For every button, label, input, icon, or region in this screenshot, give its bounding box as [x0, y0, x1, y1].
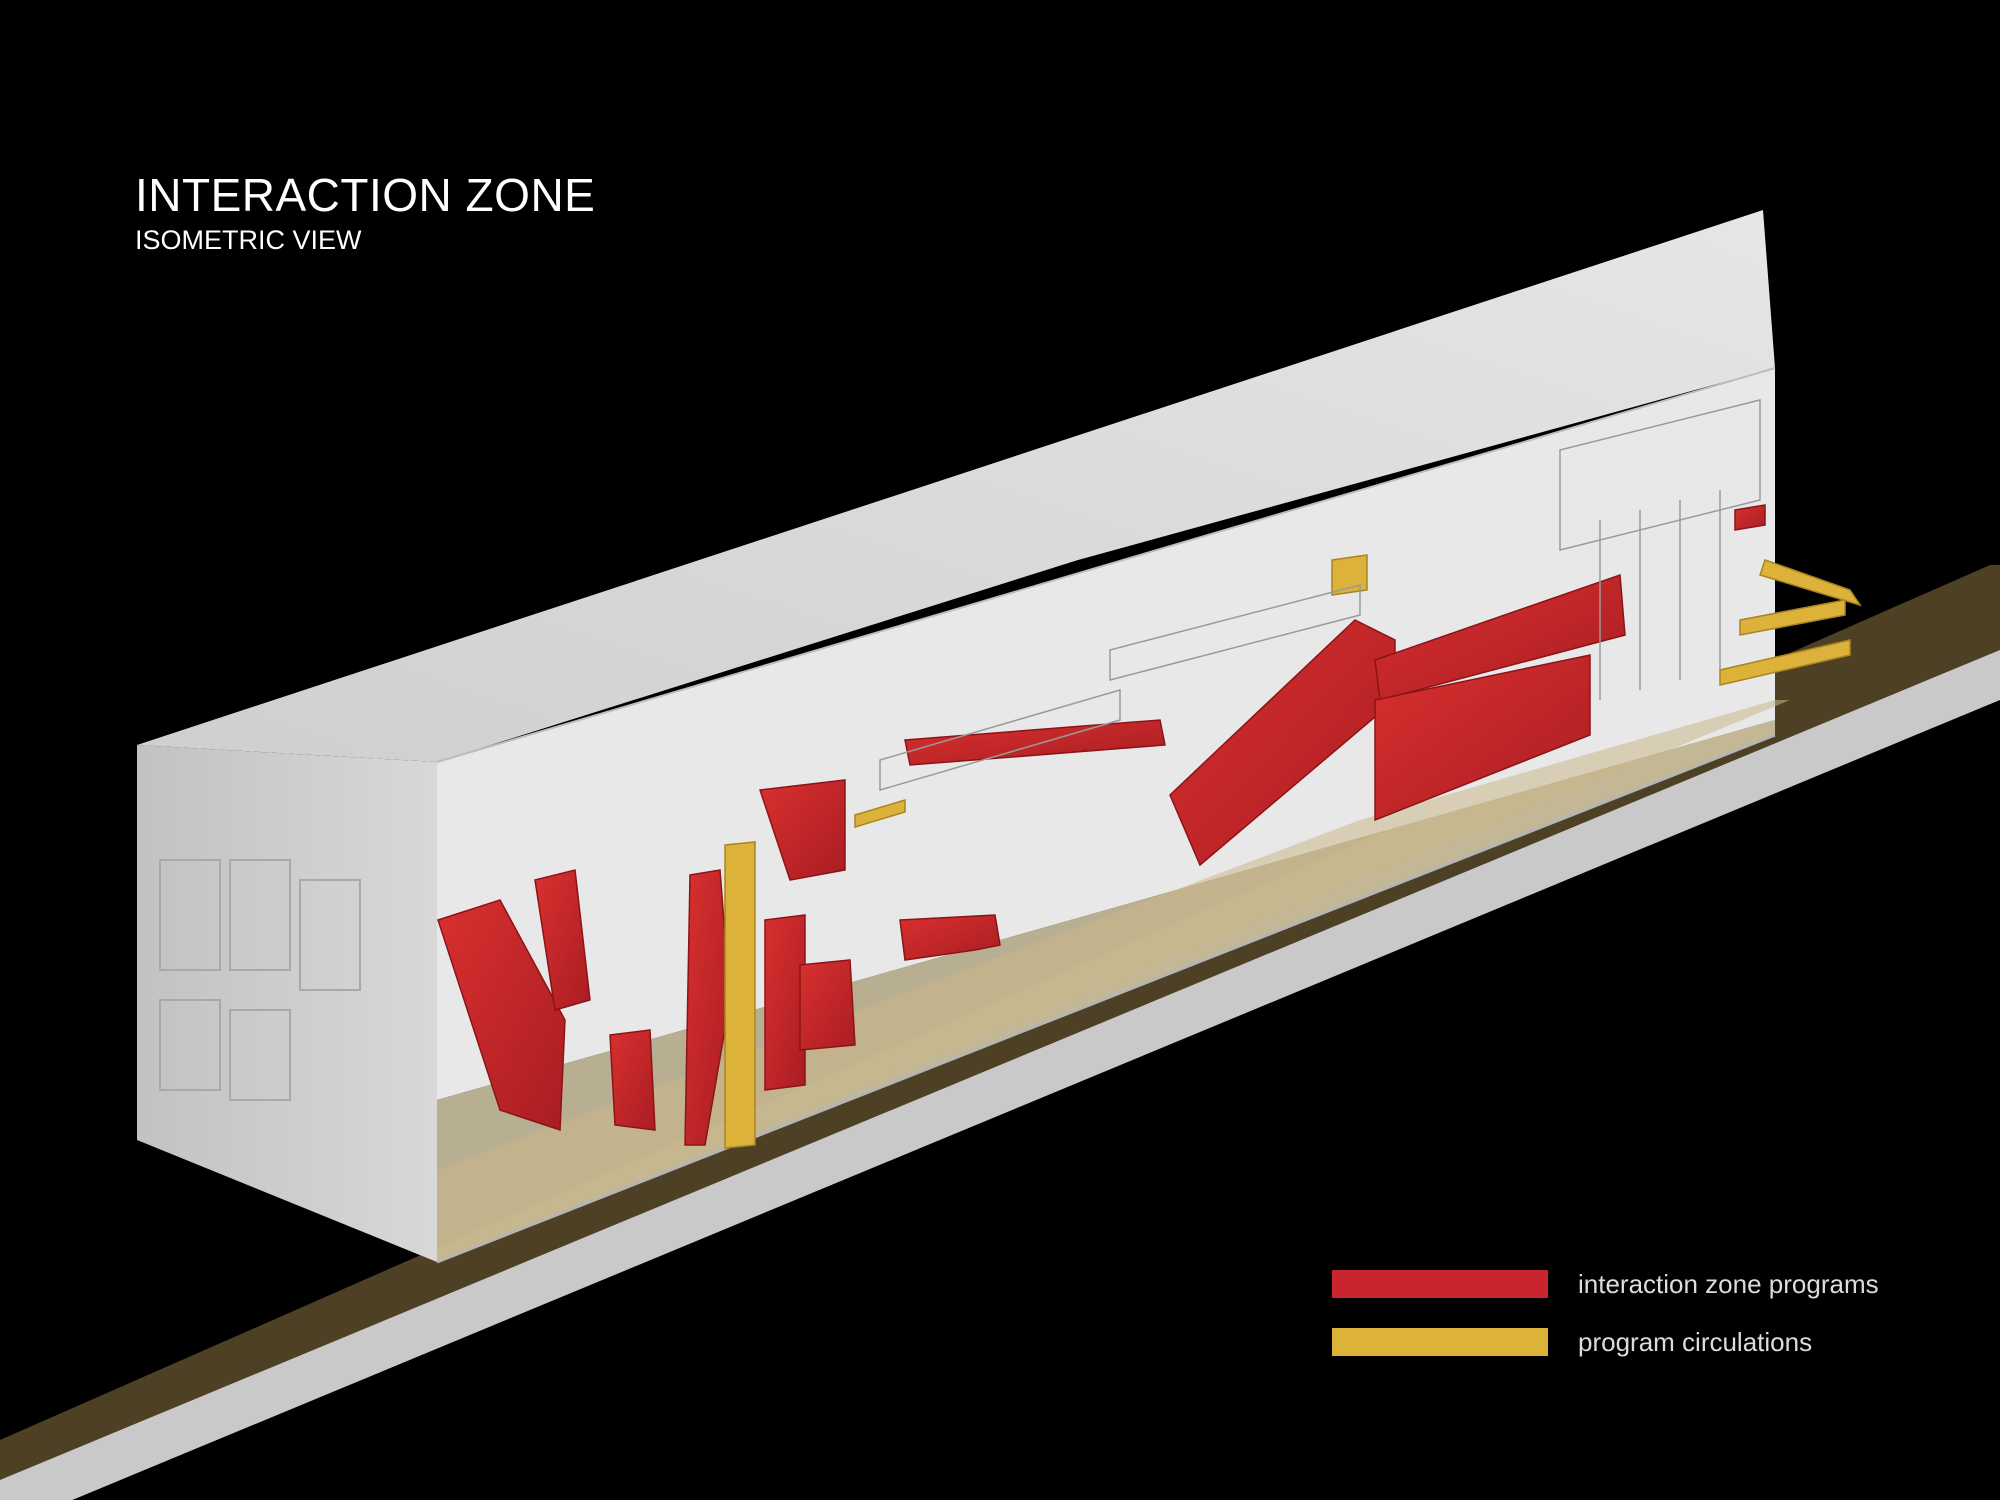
title-block: INTERACTION ZONE ISOMETRIC VIEW	[135, 172, 595, 254]
program-block	[609, 1029, 656, 1131]
circulation-stair	[1759, 559, 1862, 607]
program-block	[1734, 504, 1766, 531]
diagram-title: INTERACTION ZONE	[135, 169, 596, 221]
program-block	[799, 959, 856, 1051]
interaction-programs	[437, 504, 1766, 1146]
legend-label: program circulations	[1578, 1326, 1813, 1357]
program-block	[437, 899, 566, 1132]
legend: interaction zone programs program circul…	[1332, 1268, 1879, 1384]
legend-swatch-red	[1332, 1270, 1548, 1298]
program-block	[758, 779, 846, 881]
diagram-subtitle: ISOMETRIC VIEW	[135, 225, 362, 255]
program-block	[899, 914, 1001, 961]
program-block	[1374, 573, 1626, 701]
circulation-core	[1331, 554, 1368, 596]
program-block	[534, 869, 591, 1011]
circulation-bridge	[854, 798, 906, 829]
program-block	[684, 869, 731, 1146]
program-block	[904, 719, 1166, 766]
legend-swatch-yellow	[1332, 1328, 1548, 1356]
circulation-core	[724, 841, 756, 1149]
legend-item-programs: interaction zone programs	[1332, 1268, 1879, 1300]
legend-label: interaction zone programs	[1578, 1268, 1879, 1299]
program-circulations	[724, 554, 1862, 1149]
building-end-face	[137, 745, 437, 1262]
building-roof	[137, 210, 1775, 762]
program-block	[1374, 654, 1591, 822]
circulation-stair	[1739, 599, 1846, 636]
structural-lines	[879, 399, 1761, 791]
program-block	[764, 914, 806, 1091]
building-floor	[437, 720, 1775, 1262]
legend-item-circulations: program circulations	[1332, 1326, 1879, 1358]
circulation-stair	[1719, 639, 1851, 686]
